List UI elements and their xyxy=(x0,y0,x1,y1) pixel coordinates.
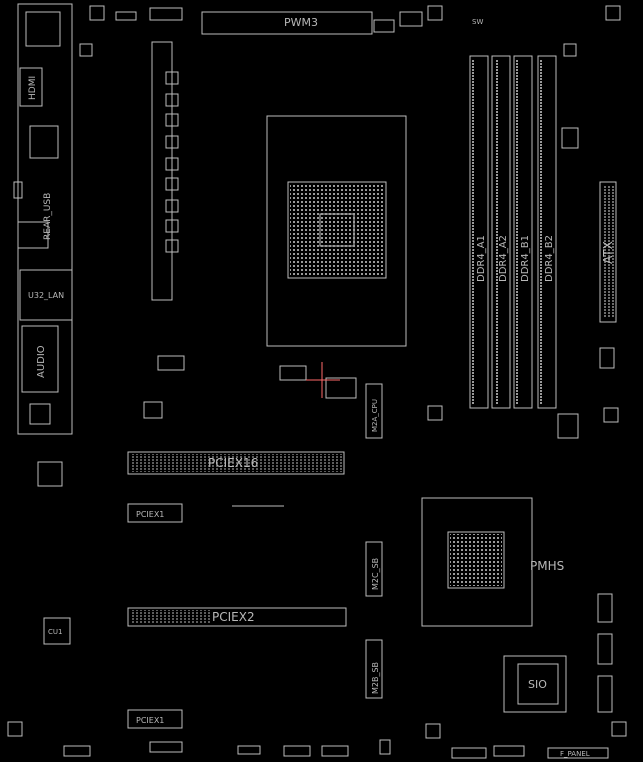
rear-usb-port xyxy=(17,221,49,249)
cu1-label: CU1 xyxy=(48,628,62,636)
m2b-sb-label: M2B_SB xyxy=(371,662,380,694)
rear-io-panel xyxy=(17,3,73,435)
mounting-hole xyxy=(425,723,441,739)
mounting-hole xyxy=(89,5,105,21)
dimm-pins xyxy=(540,60,544,404)
f-panel-label: F_PANEL xyxy=(560,750,590,758)
vrm-heatsink xyxy=(151,41,173,301)
cpu-package xyxy=(287,181,387,279)
ddr4-a2-label: DDR4_A2 xyxy=(498,235,509,282)
top-connector-right xyxy=(399,11,423,27)
side-header xyxy=(597,675,613,713)
bottom-header xyxy=(451,747,487,759)
rear-usb-label: REAR_USB xyxy=(43,193,53,240)
vrm-chokes xyxy=(165,71,179,253)
atx-small-chip xyxy=(599,347,615,369)
pcie-x2-pins xyxy=(130,610,210,624)
f-panel-header xyxy=(547,747,609,759)
sio-label: SIO xyxy=(528,678,547,691)
small-chip-e xyxy=(561,127,579,149)
pcie-x1-top-label: PCIEX1 xyxy=(136,510,164,519)
bottom-header xyxy=(321,745,349,757)
pcie-x1-bottom-slot xyxy=(127,709,183,729)
m2a-cpu-socket xyxy=(365,383,383,439)
side-header xyxy=(597,593,613,623)
top-connector-left xyxy=(149,7,183,21)
m2a-cpu-label: M2A_CPU xyxy=(371,399,379,432)
small-chip-a xyxy=(157,355,185,371)
sio-chip xyxy=(517,663,559,705)
mounting-hole xyxy=(603,407,619,423)
bottom-header xyxy=(379,739,391,755)
bottom-header xyxy=(283,745,311,757)
audio-jack xyxy=(21,325,59,393)
usb-stack-top xyxy=(25,11,61,47)
pcie-x1-bottom-label: PCIEX1 xyxy=(136,716,164,725)
audio-small-chip xyxy=(29,403,51,425)
small-chip-f xyxy=(563,43,577,57)
mounting-hole xyxy=(427,405,443,421)
dimm-slot-a1 xyxy=(469,55,489,409)
mounting-hole xyxy=(7,721,23,737)
pmhs-label: PMHS xyxy=(530,559,564,573)
atx-power-connector xyxy=(599,181,617,323)
usb-lan-port xyxy=(19,269,73,321)
audio-codec-chip xyxy=(37,461,63,487)
small-chip-d xyxy=(557,413,579,439)
dimm-pins xyxy=(494,60,498,404)
bottom-header xyxy=(493,745,525,757)
pwm3-label: PWM3 xyxy=(284,16,318,29)
mounting-hole xyxy=(605,5,621,21)
pcie-x16-slot xyxy=(127,451,345,475)
hdmi-port xyxy=(19,67,43,107)
dimm-pins xyxy=(472,60,476,404)
crosshair-marker xyxy=(306,362,340,398)
bottom-header xyxy=(63,745,91,757)
ddr4-b1-label: DDR4_B1 xyxy=(520,235,531,282)
bottom-header xyxy=(237,745,261,755)
atx-pins xyxy=(602,186,614,318)
pch-pin-grid xyxy=(450,534,502,586)
audio-label: AUDIO xyxy=(36,345,47,378)
mounting-hole xyxy=(79,43,93,57)
pwm3-header xyxy=(201,11,373,35)
pcie-x1-top-slot xyxy=(127,503,183,523)
small-chip-c xyxy=(325,377,357,399)
pcie-x2-label: PCIEX2 xyxy=(212,610,255,624)
dimm-pins xyxy=(516,60,520,404)
rear-small-component xyxy=(13,181,23,199)
usb3-port xyxy=(29,125,59,159)
hdmi-label: HDMI xyxy=(28,76,38,100)
small-chip-b xyxy=(279,365,307,381)
m2c-sb-label: M2C_SB xyxy=(371,558,380,590)
mounting-hole xyxy=(611,721,627,737)
usb-lan-label: U32_LAN xyxy=(28,291,64,300)
dimm-slot-b2 xyxy=(537,55,557,409)
side-header xyxy=(597,633,613,665)
pch-chip xyxy=(447,531,505,589)
pcie-x16-pins xyxy=(130,454,342,472)
bottom-header xyxy=(149,741,183,753)
dimm-slot-a2 xyxy=(491,55,511,409)
cpu-socket-outline xyxy=(266,115,407,347)
top-small-chip xyxy=(373,19,395,33)
m2b-sb-socket xyxy=(365,639,383,699)
pcie-x16-label: PCIEX16 xyxy=(208,456,258,470)
atx-label: ATX xyxy=(601,241,615,264)
ddr4-b2-label: DDR4_B2 xyxy=(544,235,555,282)
lan-chip xyxy=(143,401,163,419)
cu1-chip xyxy=(43,617,71,645)
sw-label: SW xyxy=(472,18,483,26)
pcie-x2-slot xyxy=(127,607,347,627)
dimm-slot-b1 xyxy=(513,55,533,409)
top-small-connector xyxy=(115,11,137,21)
ddr4-a1-label: DDR4_A1 xyxy=(476,235,487,282)
m2c-sb-socket xyxy=(365,541,383,597)
cpu-pin-grid xyxy=(290,184,384,276)
pch-outline xyxy=(421,497,533,627)
mounting-hole xyxy=(427,5,443,21)
sio-outline xyxy=(503,655,567,713)
